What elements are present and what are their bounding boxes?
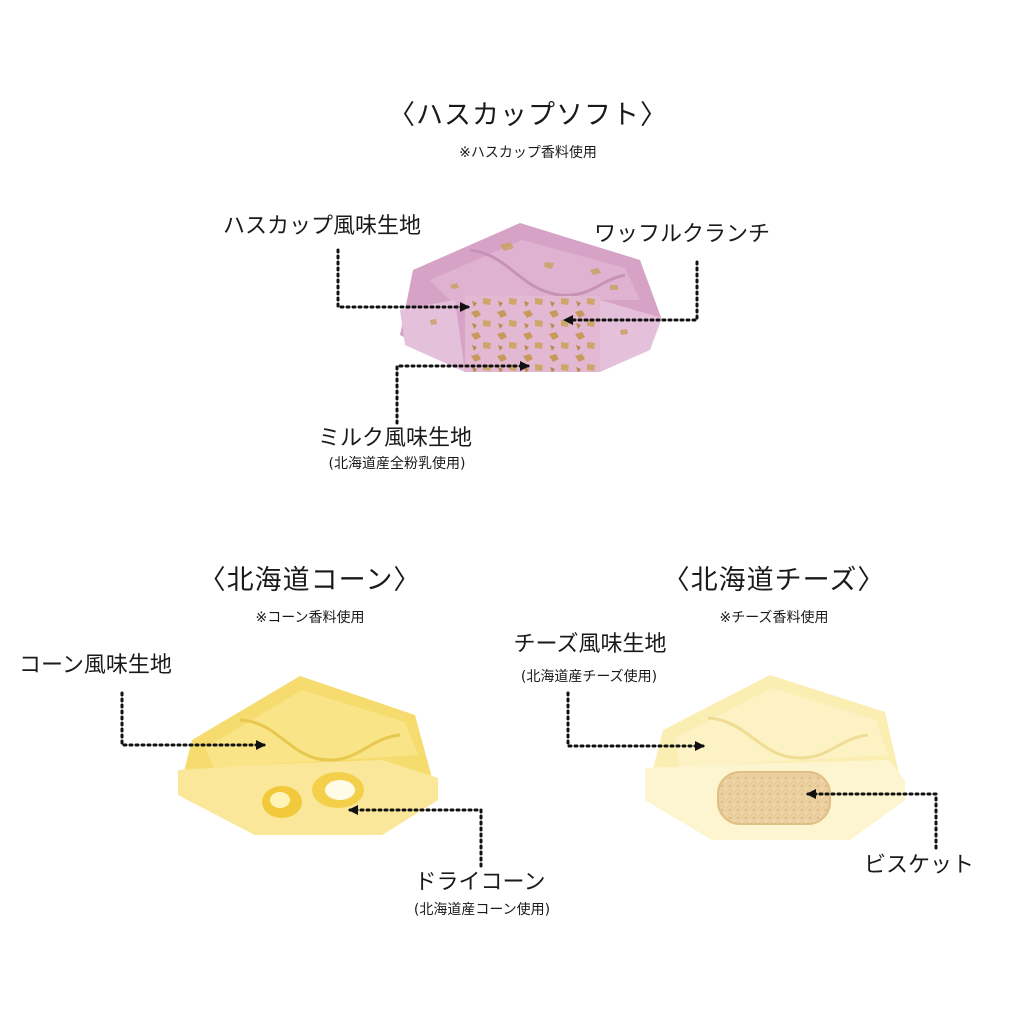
haskap-cross-section: [465, 296, 600, 372]
haskap-note: ※ハスカップ香料使用: [459, 145, 597, 161]
haskap-title: 〈ハスカップソフト〉: [388, 100, 668, 131]
corn-note: ※コーン香料使用: [255, 610, 365, 626]
haskap-filling-label: ワッフルクランチ: [594, 222, 771, 247]
corn-front-face: [178, 760, 438, 835]
cheese-biscuit: [717, 771, 831, 825]
leader-haskap-filling: [563, 260, 699, 325]
haskap-side-right: [600, 300, 662, 372]
leader-cheese-outer: [566, 691, 705, 751]
haskap-top-crunch-bits: [430, 242, 628, 335]
cheese-title: 〈北海道チーズ〉: [662, 565, 886, 596]
haskap-base-label: ミルク風味生地: [317, 426, 473, 451]
haskap-top-face: [430, 240, 640, 305]
cheese-outer-label: チーズ風味生地: [513, 632, 667, 657]
haskap-wave: [469, 248, 626, 297]
cheese-chocolate: [645, 675, 905, 840]
haskap-base-sub: (北海道産全粉乳使用): [328, 456, 466, 472]
leader-corn-filling: [348, 805, 483, 868]
cheese-outer-sub: (北海道産チーズ使用): [520, 669, 658, 685]
cheese-note: ※チーズ香料使用: [719, 610, 829, 626]
leader-haskap-base: [395, 361, 530, 425]
corn-chocolate: [178, 676, 438, 835]
cheese-wave: [707, 716, 869, 760]
leader-haskap-outer: [336, 248, 470, 312]
leader-cheese-filling: [806, 789, 938, 850]
cheese-filling-label: ビスケット: [864, 853, 975, 878]
corn-kernels: [262, 772, 364, 818]
corn-outer-label: コーン風味生地: [19, 653, 172, 678]
haskap-side-left: [400, 300, 465, 372]
corn-filling-label: ドライコーン: [414, 870, 546, 895]
corn-filling-sub: (北海道産コーン使用): [413, 902, 551, 918]
corn-wave: [239, 718, 401, 762]
haskap-outer-label: ハスカップ風味生地: [223, 214, 422, 239]
corn-title: 〈北海道コーン〉: [198, 565, 422, 596]
haskap-chocolate: [400, 223, 662, 372]
leader-corn-outer: [120, 691, 266, 750]
leader-lines: [120, 248, 938, 868]
